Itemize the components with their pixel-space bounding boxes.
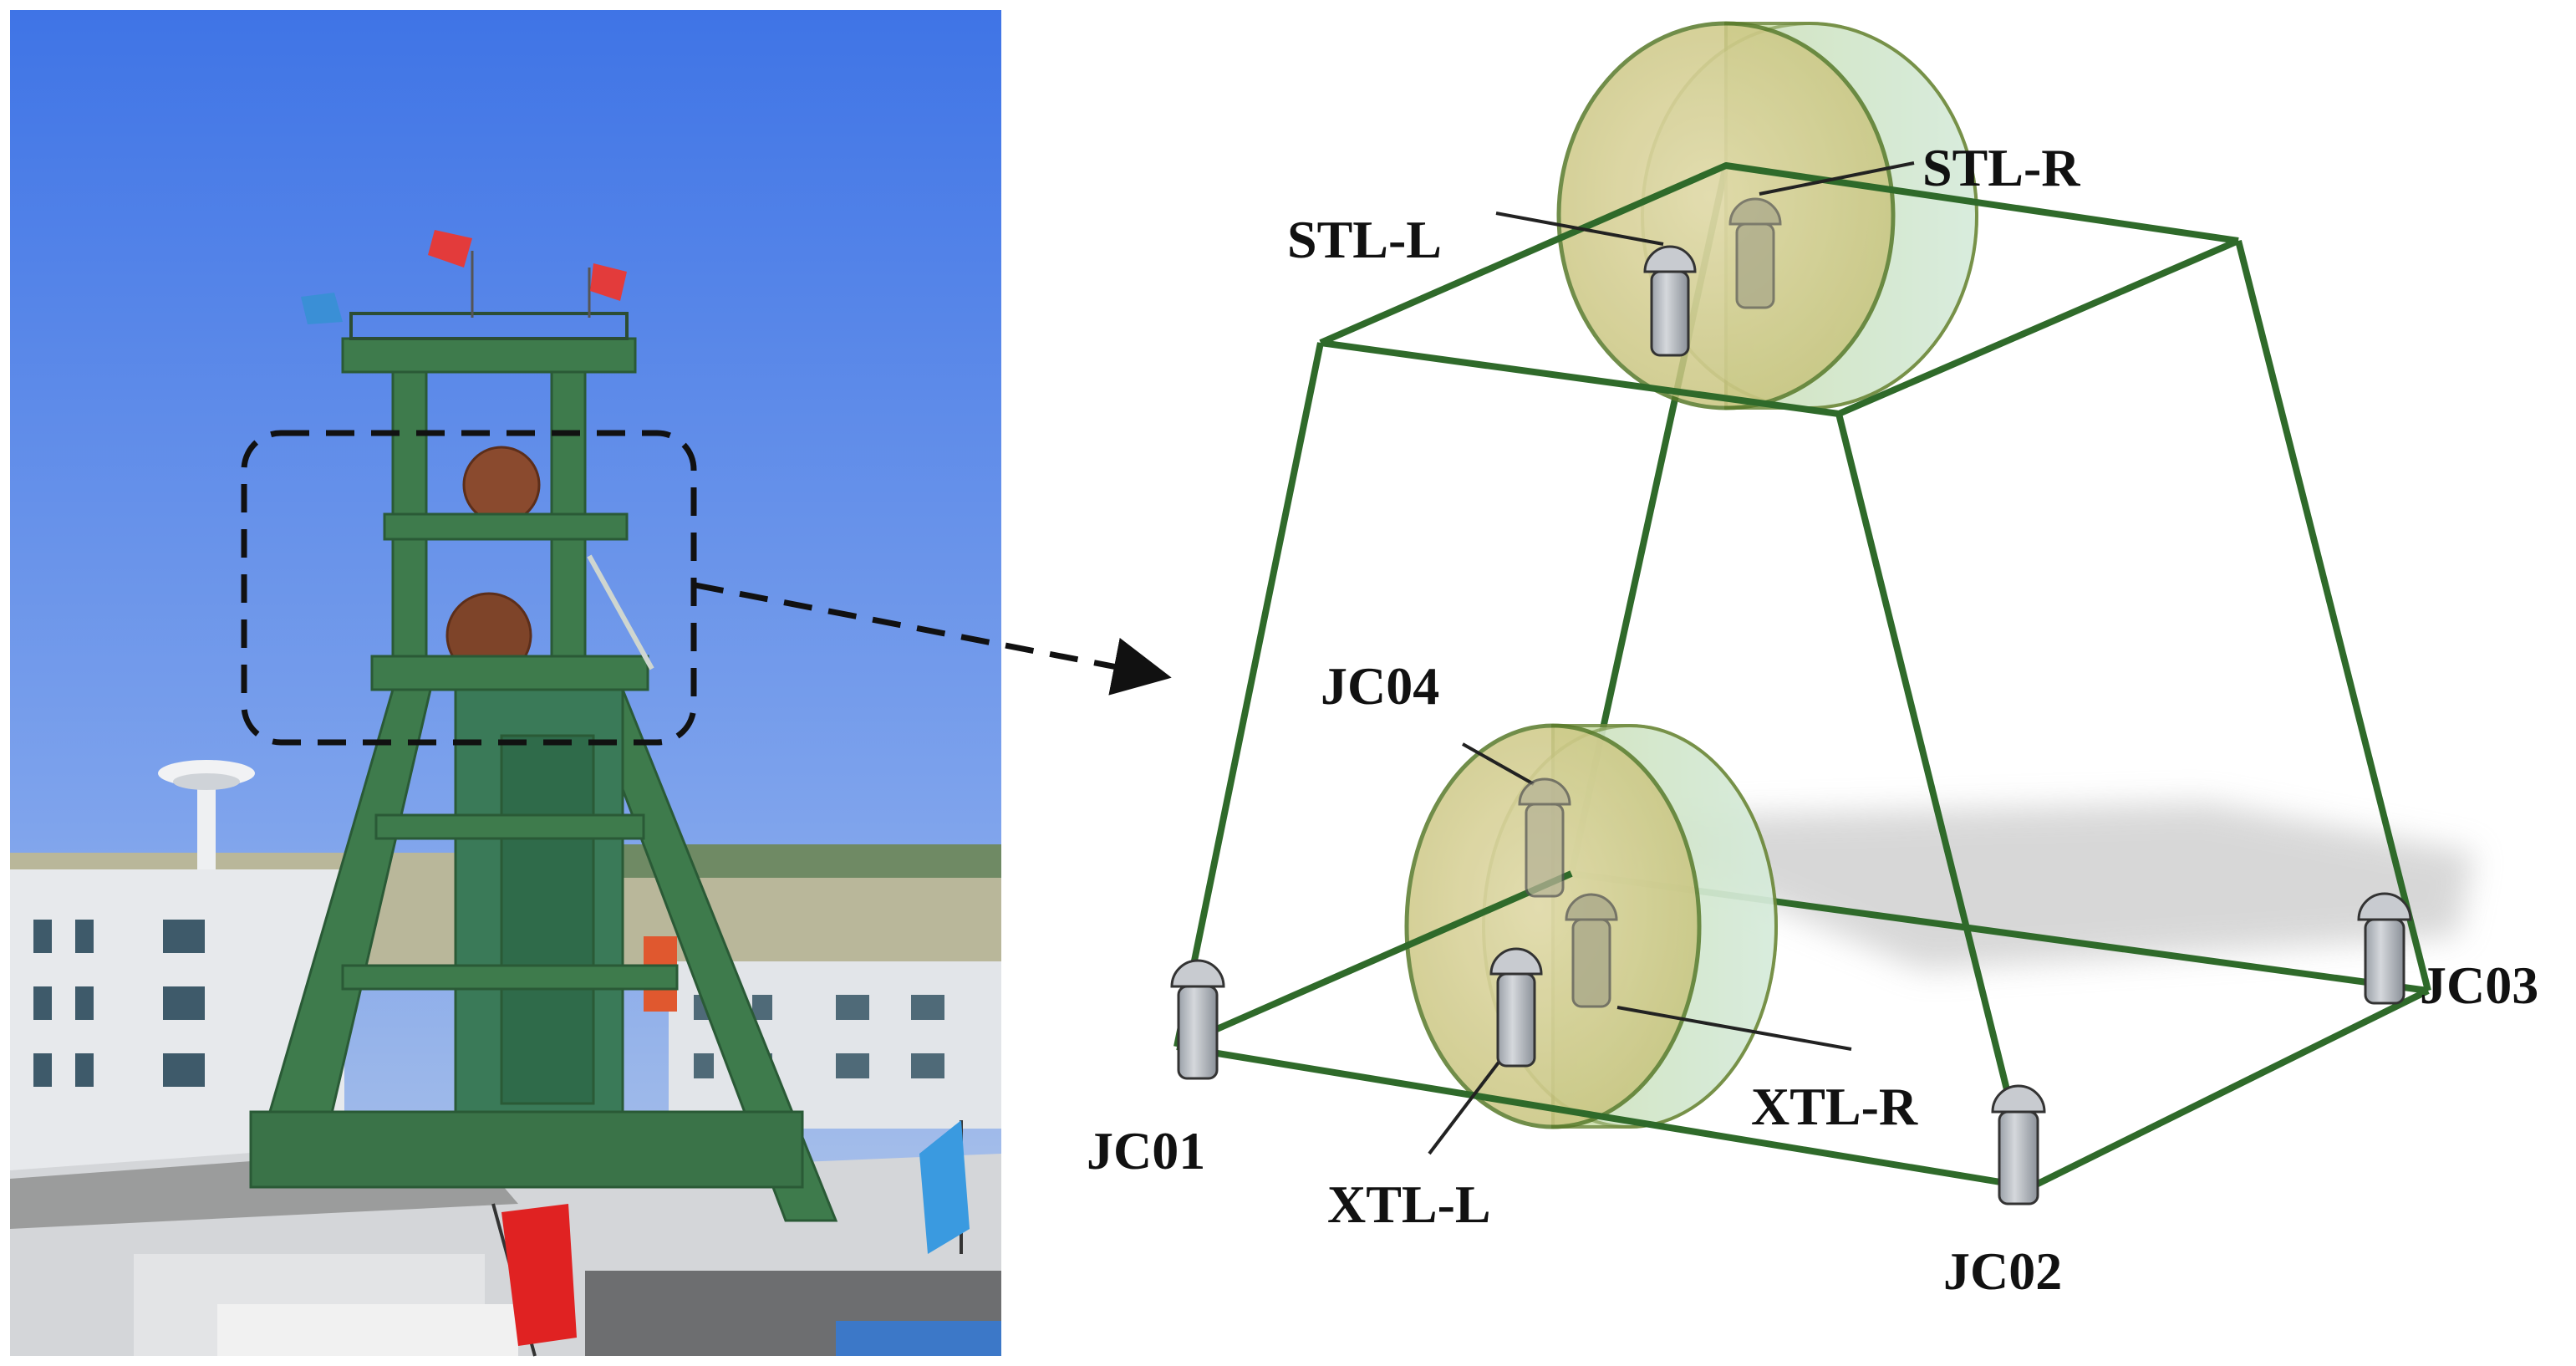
monuments [1170, 197, 2412, 1205]
water-tower [158, 760, 255, 878]
monument-jc03 [2357, 892, 2412, 1005]
label-stl-l: STL-L [1287, 210, 1442, 269]
monument-stl-l [1643, 245, 1697, 357]
zoom-arrow [695, 582, 1172, 696]
xtl-l-leader [1428, 1047, 1510, 1155]
monument-jc04 [1518, 777, 1571, 898]
bottom-frame-left [1175, 870, 1573, 1050]
label-jc03: JC03 [2420, 956, 2538, 1015]
bottom-frame-right [2029, 987, 2430, 1190]
frame-post-left [1173, 342, 1324, 1047]
headframe-tower [249, 312, 838, 1222]
flags [301, 230, 970, 1357]
top-sheave [1556, 21, 1978, 410]
jc04-leader [1462, 742, 1535, 786]
label-jc04: JC04 [1321, 656, 1439, 716]
headframe-photo [10, 10, 1001, 1357]
frame-post-right [2235, 240, 2431, 991]
monument-xtl-l [1489, 947, 1543, 1068]
monument-jc01 [1170, 959, 1225, 1080]
label-jc01: JC01 [1087, 1121, 1205, 1180]
xtl-r-leader [1616, 1006, 1852, 1051]
labels: STL-L STL-R JC04 JC01 XTL-L XTL-R JC02 J… [1087, 138, 2538, 1301]
label-xtl-l: XTL-L [1327, 1175, 1491, 1234]
frame-post-front [1835, 413, 2034, 1188]
monument-stl-r [1728, 197, 1782, 309]
label-jc02: JC02 [1943, 1241, 2062, 1301]
top-frame-back [1319, 162, 2239, 346]
monument-jc02 [1991, 1084, 2046, 1205]
label-stl-r: STL-R [1922, 138, 2080, 197]
bottom-frame-front [1176, 1043, 2032, 1190]
sheave-monitoring-diagram: STL-L STL-R JC04 JC01 XTL-L XTL-R JC02 J… [1087, 21, 2538, 1301]
monument-xtl-r [1565, 893, 1618, 1008]
zoom-callout-box [241, 430, 697, 746]
label-xtl-r: XTL-R [1751, 1077, 1918, 1136]
stl-r-leader [1759, 161, 1915, 196]
ground-shadow [1571, 803, 2474, 970]
stl-l-leader [1495, 212, 1664, 246]
